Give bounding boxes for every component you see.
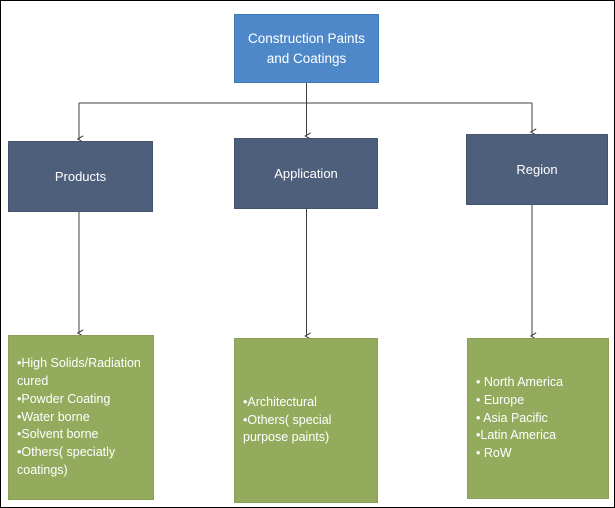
application-list-items: •Architectural •Others( special purpose … [235,394,377,447]
node-application-label: Application [274,166,338,181]
list-item: • Asia Pacific [476,410,548,425]
node-region-label: Region [516,162,558,177]
root-node-label: Construction Paints and Coatings [248,29,365,68]
list-item: •Water borne [17,409,90,424]
list-item: • RoW [476,446,512,461]
list-item: •Solvent borne [17,427,99,442]
node-products-label: Products [54,169,107,184]
products-list-items: •High Solids/Radiation cured •Powder Coa… [9,355,153,479]
root-node-label-line-1: Construction Paints [247,30,366,46]
node-region-list[interactable]: • North America • Europe • Asia Pacific … [467,338,609,499]
region-list-items: • North America • Europe • Asia Pacific … [468,374,608,463]
list-item: •Architectural [243,394,317,409]
node-products[interactable]: Products [8,141,153,212]
list-item: •Others( speciatly coatings) [17,445,116,477]
list-item: • Europe [476,392,525,407]
node-products-list[interactable]: •High Solids/Radiation cured •Powder Coa… [8,335,154,500]
node-application-list[interactable]: •Architectural •Others( special purpose … [234,338,378,503]
list-item: •Latin America [476,428,557,443]
list-item: •High Solids/Radiation cured [17,356,141,389]
node-construction-paints-and-coatings[interactable]: Construction Paints and Coatings [234,14,379,83]
list-item: • North America [476,375,564,390]
list-item: •Others( special purpose paints) [243,412,332,445]
node-application[interactable]: Application [234,138,378,209]
root-node-label-line-2: and Coatings [266,50,347,66]
list-item: •Powder Coating [17,391,111,406]
node-region[interactable]: Region [466,134,608,205]
